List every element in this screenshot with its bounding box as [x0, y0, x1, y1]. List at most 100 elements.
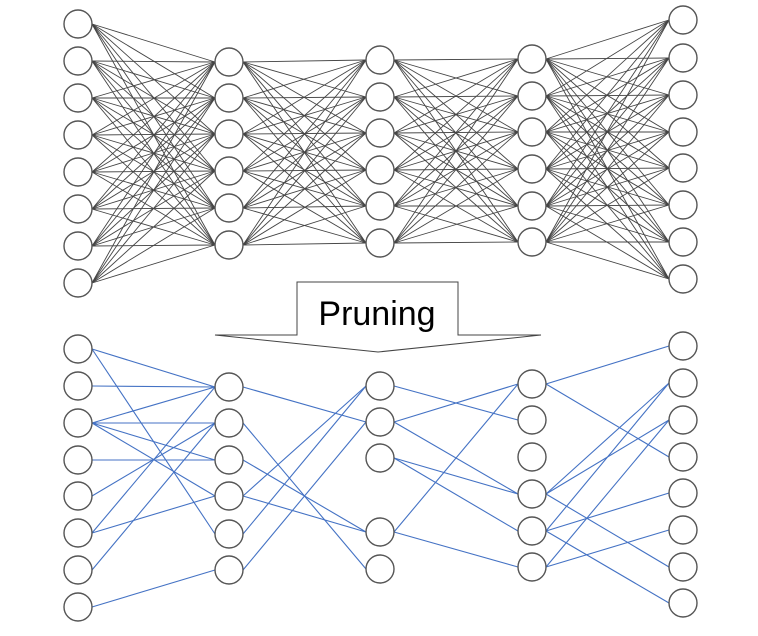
pruned-neuron	[668, 588, 698, 618]
dense-edge	[545, 19, 670, 133]
dense-edge	[545, 19, 670, 243]
pruned-network-nodes	[63, 331, 698, 622]
dense-neuron	[214, 47, 244, 77]
dense-neuron	[214, 230, 244, 260]
dense-edge	[393, 58, 519, 244]
pruned-edge	[545, 530, 670, 604]
dense-edge	[91, 133, 216, 284]
pruned-edge	[545, 419, 670, 568]
pruned-edge	[545, 492, 670, 532]
pruned-neuron	[214, 408, 244, 438]
pruned-neuron	[517, 442, 547, 472]
pruned-neuron	[214, 555, 244, 585]
dense-neuron	[517, 227, 547, 257]
dense-edge	[545, 94, 670, 243]
dense-edge	[242, 61, 367, 98]
dense-edge	[393, 58, 519, 61]
dense-neuron	[365, 118, 395, 148]
pruned-edge	[393, 531, 519, 568]
dense-neuron	[365, 45, 395, 75]
dense-edge	[91, 23, 216, 135]
pruned-neuron	[214, 519, 244, 549]
dense-neuron	[63, 46, 93, 76]
pruned-neuron	[365, 371, 395, 401]
dense-neuron	[517, 191, 547, 221]
dense-edge	[242, 59, 367, 172]
dense-edge	[242, 132, 367, 246]
pruned-edge	[242, 421, 367, 571]
pruned-edge	[91, 569, 216, 608]
pruning-arrow-label: Pruning	[318, 295, 435, 333]
dense-neuron	[517, 81, 547, 111]
dense-edge	[242, 59, 367, 135]
pruned-edge	[91, 495, 216, 534]
dense-edge	[545, 19, 670, 207]
pruned-edge	[545, 382, 670, 532]
dense-edge	[91, 60, 216, 135]
pruning-arrow-shape	[214, 281, 542, 353]
pruned-neuron	[668, 405, 698, 435]
pruned-edge	[242, 495, 367, 533]
pruned-neuron	[214, 445, 244, 475]
dense-edge	[91, 97, 216, 135]
dense-neuron	[63, 83, 93, 113]
dense-neuron	[214, 119, 244, 149]
pruned-edge	[91, 386, 216, 424]
pruned-edge	[393, 383, 519, 533]
dense-neuron	[668, 153, 698, 183]
dense-edge	[91, 61, 216, 247]
dense-edge	[545, 57, 670, 97]
pruned-neuron	[214, 372, 244, 402]
dense-edge	[545, 19, 670, 97]
dense-edge	[393, 241, 519, 244]
dense-edge	[545, 205, 670, 280]
dense-edge	[91, 61, 216, 210]
pruned-neuron	[365, 443, 395, 473]
pruned-neuron	[214, 481, 244, 511]
pruned-edge	[91, 422, 216, 571]
pruned-neuron	[63, 445, 93, 475]
pruned-neuron	[668, 368, 698, 398]
pruned-edge	[242, 385, 367, 497]
pruned-neuron	[365, 407, 395, 437]
dense-neuron	[365, 82, 395, 112]
dense-neuron	[668, 117, 698, 147]
dense-neuron	[668, 43, 698, 73]
dense-neuron	[365, 228, 395, 258]
pruned-neuron	[517, 479, 547, 509]
dense-network-nodes	[63, 5, 698, 298]
pruned-neuron	[517, 405, 547, 435]
pruned-neuron	[63, 481, 93, 511]
pruned-neuron	[668, 515, 698, 545]
pruned-neuron	[517, 552, 547, 582]
dense-neuron	[63, 120, 93, 150]
dense-neuron	[517, 117, 547, 147]
dense-edge	[242, 242, 367, 246]
dense-neuron	[668, 227, 698, 257]
pruned-edge	[393, 457, 519, 532]
dense-edge	[545, 131, 670, 243]
pruned-neuron	[517, 516, 547, 546]
dense-edge	[91, 61, 216, 284]
dense-edge	[393, 58, 519, 207]
dense-neuron	[668, 264, 698, 294]
dense-edge	[242, 59, 367, 99]
dense-edge	[91, 97, 216, 284]
dense-edge	[91, 244, 216, 284]
dense-edge	[393, 58, 519, 171]
dense-edge	[393, 168, 519, 244]
pruned-neuron	[63, 334, 93, 364]
dense-neuron	[63, 9, 93, 39]
pruned-edge	[91, 386, 216, 534]
dense-edge	[545, 19, 670, 170]
pruned-network-edges	[91, 345, 670, 608]
dense-edge	[393, 58, 519, 134]
dense-edge	[242, 59, 367, 63]
dense-network-edges	[91, 19, 670, 284]
pruned-edge	[545, 493, 670, 568]
dense-edge	[545, 57, 670, 243]
pruned-neuron	[63, 555, 93, 585]
dense-edge	[545, 204, 670, 243]
pruned-edge	[242, 386, 367, 423]
